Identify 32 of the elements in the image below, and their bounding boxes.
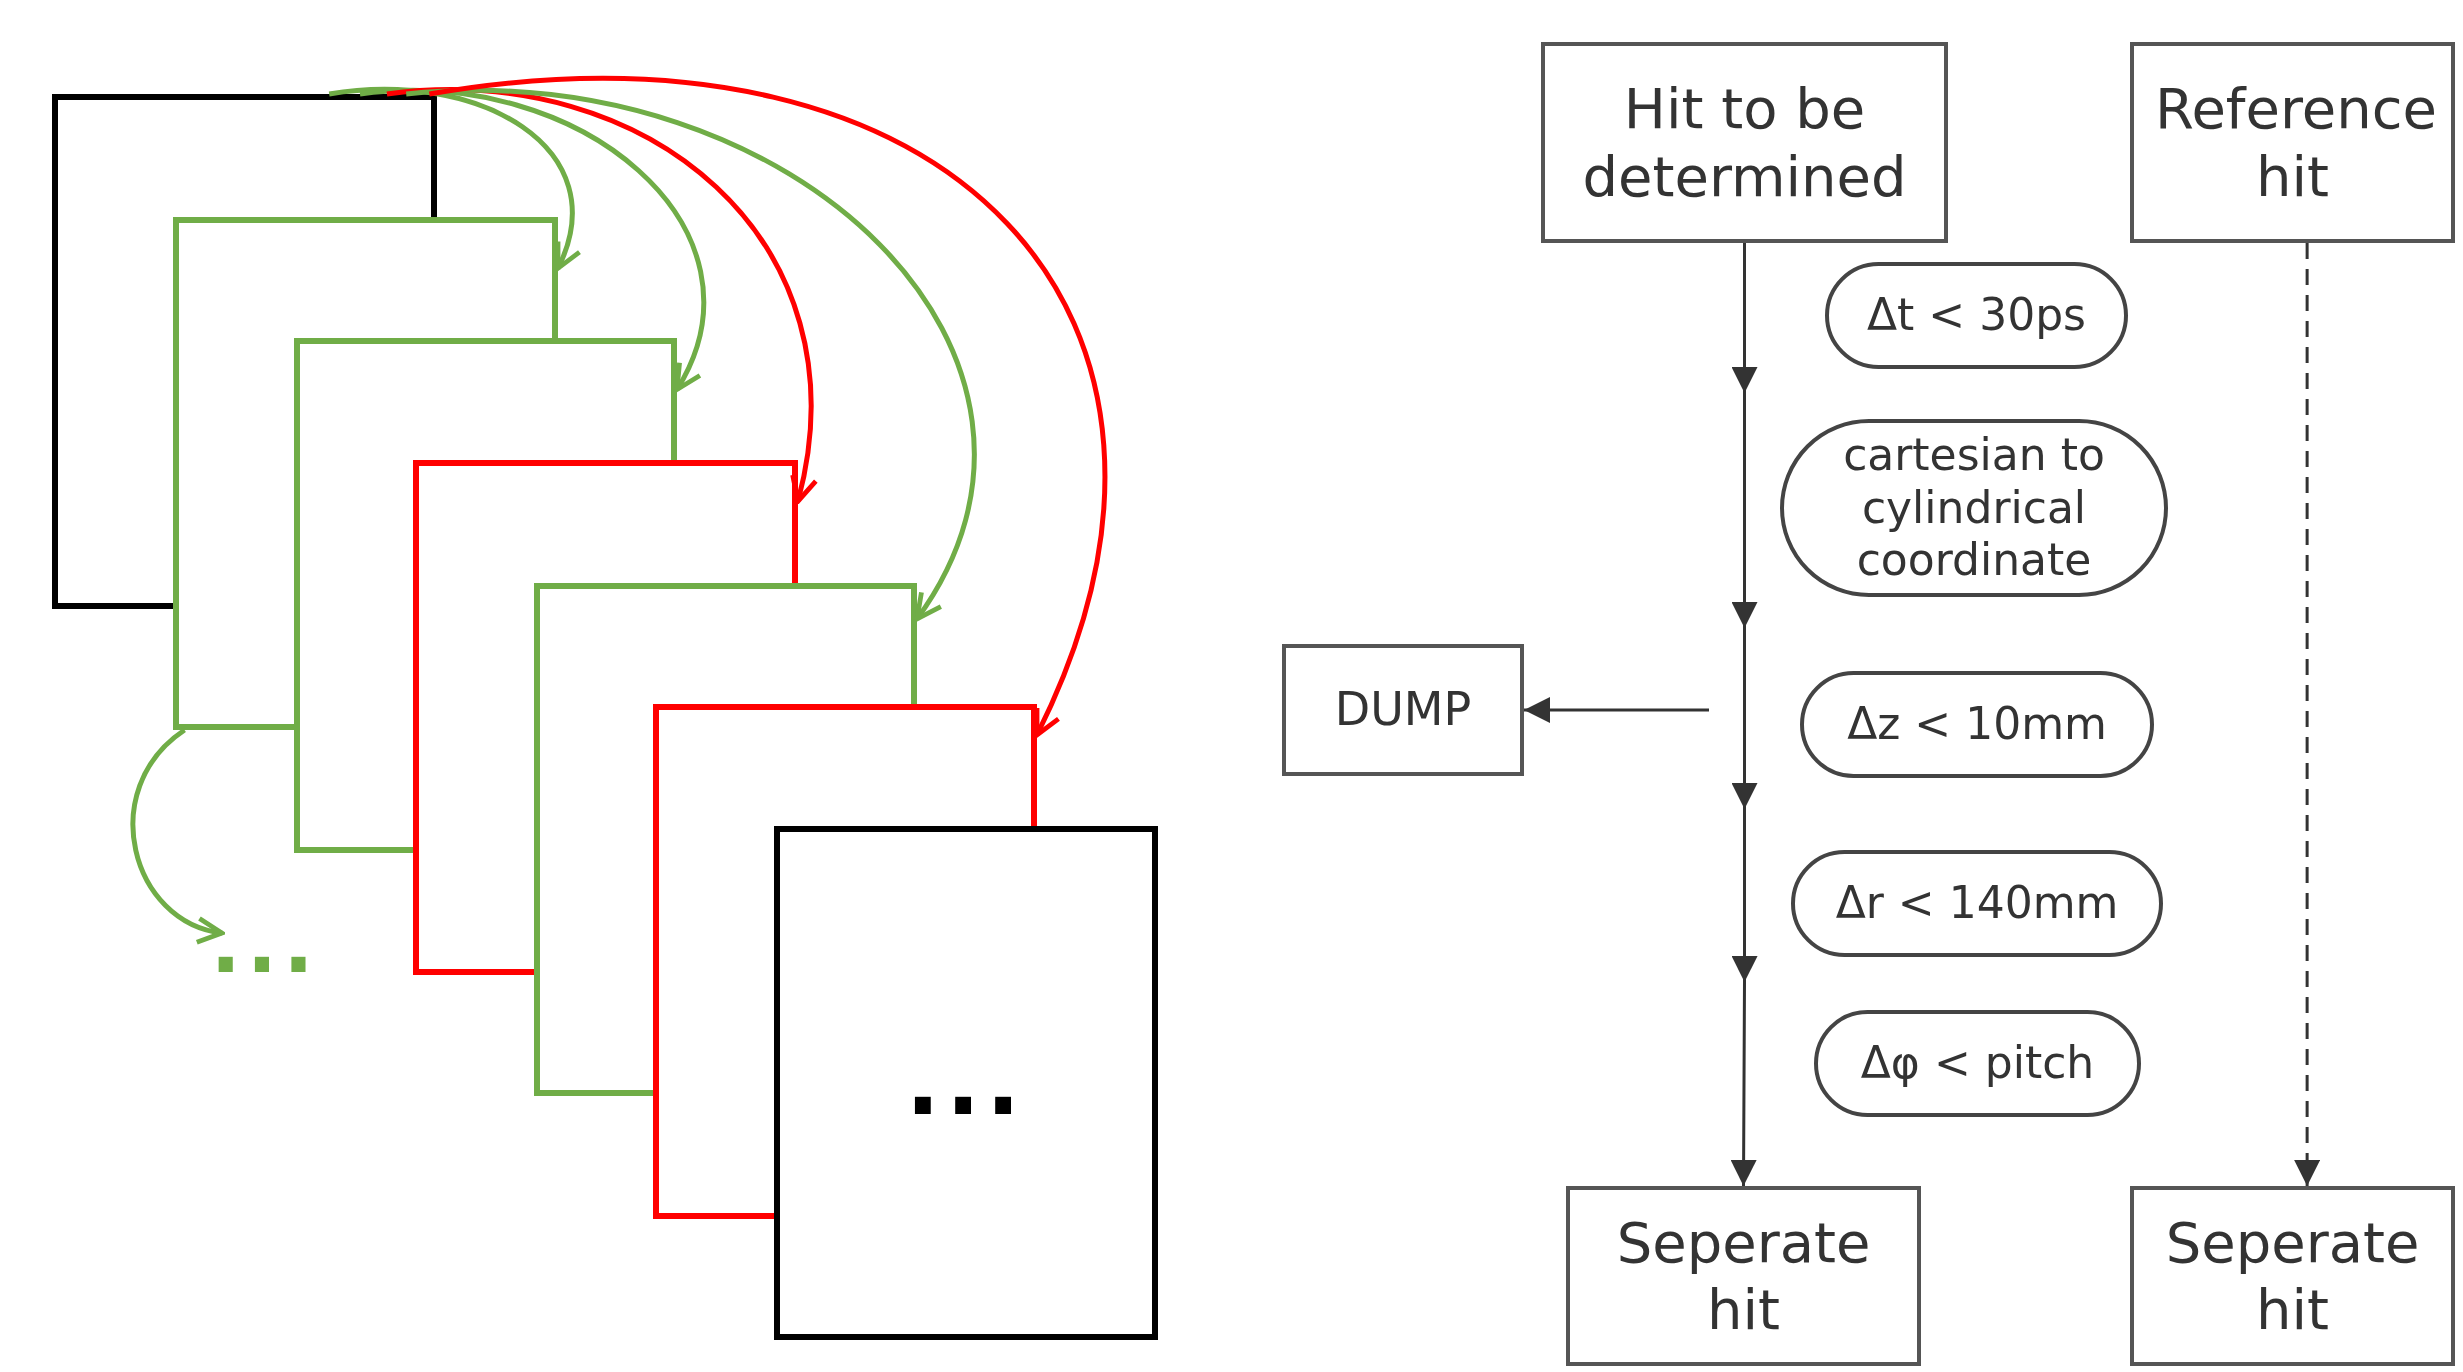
arrow	[359, 88, 706, 392]
arrow	[328, 87, 581, 271]
box-label: DUMP	[1334, 682, 1472, 738]
box-label: Seperate hit	[2164, 1208, 2421, 1344]
page-frame	[173, 217, 558, 730]
condition-text: Δt < 30ps	[1866, 289, 2086, 342]
process-box	[1541, 42, 1948, 243]
condition-text: Δφ < pitch	[1860, 1037, 2095, 1090]
arrow	[1524, 697, 1709, 723]
page-frame	[413, 460, 798, 975]
arrow	[386, 87, 817, 504]
process-box	[2130, 1186, 2455, 1366]
arrow	[406, 88, 975, 622]
ellipsis-text: ...	[210, 897, 320, 993]
page-frame	[534, 583, 917, 1096]
condition-text: cartesian to cylindrical coordinate	[1842, 428, 2106, 588]
page-frame	[52, 94, 437, 609]
condition-text: Δz < 10mm	[1847, 698, 2107, 751]
arrow	[1731, 243, 1758, 1186]
condition-text: Δr < 140mm	[1835, 877, 2119, 930]
arrow	[2294, 243, 2321, 1186]
process-box	[2130, 42, 2455, 243]
page-frame	[653, 704, 1037, 1219]
box-label: Seperate hit	[1615, 1208, 1872, 1344]
page-frame	[774, 826, 1158, 1340]
arrow	[130, 728, 225, 942]
page-frame	[294, 338, 677, 853]
process-box	[1566, 1186, 1921, 1366]
box-label: Hit to be determined	[1581, 75, 1908, 210]
ellipsis-text: ...	[905, 1029, 1027, 1137]
process-box	[1282, 644, 1524, 776]
arrow	[429, 77, 1107, 738]
